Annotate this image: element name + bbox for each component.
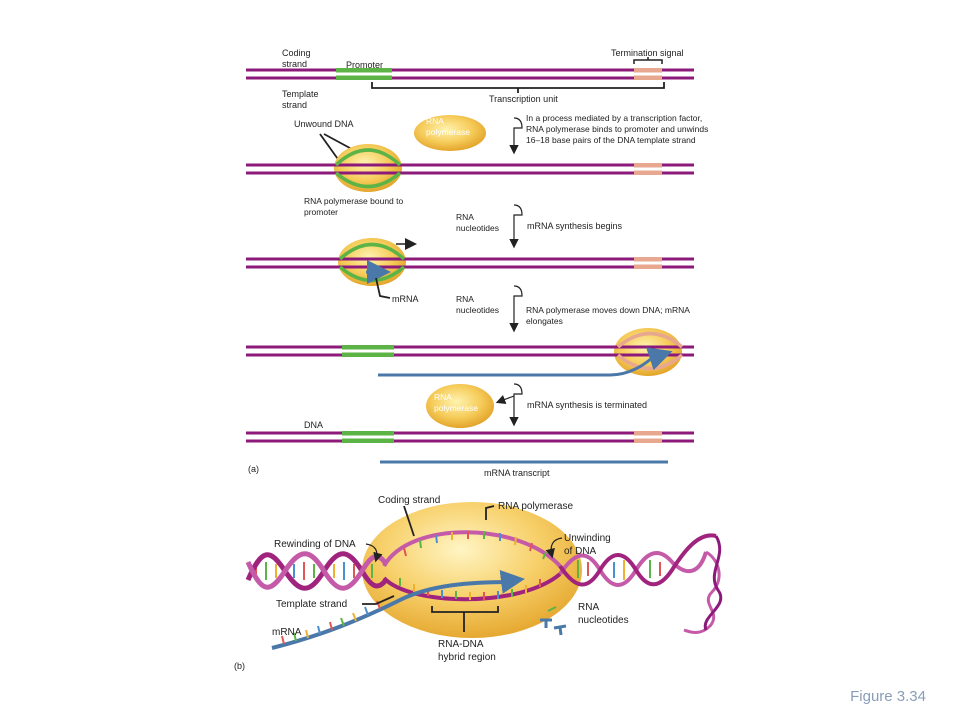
- termination-signal-label: Termination signal: [611, 48, 684, 58]
- dna-row-2: [246, 144, 694, 192]
- mrna-pointer: [375, 277, 391, 299]
- promoter-label: Promoter: [346, 60, 383, 70]
- rna-polymerase-pointer-b: [485, 505, 495, 520]
- rna-nucleotides-label-2: RNA nucleotides: [456, 294, 500, 315]
- rna-pol-bound-label-box: RNA polymerase bound to promoter: [304, 196, 404, 217]
- step4-arrow: [509, 383, 523, 427]
- panel-b-label: (b): [234, 661, 245, 671]
- rewinding-arrow: [365, 543, 383, 563]
- step2-arrow: [509, 204, 523, 249]
- release-arrow: [495, 394, 515, 404]
- rna-nucleotides-b-1: RNA: [578, 602, 599, 613]
- free-nucleotides: [540, 606, 567, 636]
- dna-label: DNA: [304, 420, 323, 430]
- rna-nucleotides-label-box-1: RNA nucleotides: [456, 212, 500, 233]
- termination-bracket: [633, 57, 663, 64]
- rna-polymerase-bound-label: RNA polymerase bound to promoter: [304, 196, 404, 217]
- rewinding-label: Rewinding of DNA: [274, 539, 356, 550]
- dna-row-3: [246, 238, 694, 286]
- step3-arrow: [509, 285, 523, 333]
- step1-text: In a process mediated by a transcription…: [526, 113, 709, 145]
- mrna-label-b: mRNA: [272, 627, 302, 638]
- rna-nucleotides-b-2: nucleotides: [578, 615, 629, 626]
- step2-text: mRNA synthesis begins: [527, 221, 623, 231]
- template-strand-label-b: Template strand: [276, 599, 347, 610]
- coding-bases: [403, 531, 547, 560]
- dna-row-5: [246, 431, 694, 443]
- unwinding-label-2: of DNA: [564, 546, 597, 557]
- right-double-helix: [558, 533, 723, 634]
- dna-row-1: [246, 68, 694, 80]
- hybrid-label-2: hybrid region: [438, 652, 496, 663]
- left-double-helix: [245, 551, 389, 591]
- unwinding-label-1: Unwinding: [564, 533, 611, 544]
- panel-a-label: (a): [248, 464, 259, 474]
- mrna-bases: [281, 600, 381, 645]
- hybrid-bracket: [431, 606, 499, 632]
- rna-nucleotides-label-box-2: RNA nucleotides: [456, 294, 500, 315]
- step3-text-box: RNA polymerase moves down DNA; mRNA elon…: [526, 305, 690, 326]
- hybrid-label-1: RNA-DNA: [438, 639, 484, 650]
- panel-b-illustration: [245, 502, 723, 650]
- mrna-label-a: mRNA: [392, 294, 419, 304]
- rna-polymerase-released: [426, 384, 494, 428]
- template-strand-b: [382, 572, 562, 602]
- template-strand-pointer-b: [362, 595, 395, 605]
- step4-text: mRNA synthesis is terminated: [527, 400, 647, 410]
- mrna-transcript-label: mRNA transcript: [484, 468, 550, 478]
- step1-text-box: In a process mediated by a transcription…: [526, 113, 709, 145]
- figure-label: Figure 3.34: [850, 688, 926, 705]
- unwound-pointer-1: [319, 133, 341, 163]
- rna-polymerase-label-b: RNA polymerase: [498, 501, 573, 512]
- step3-text: RNA polymerase moves down DNA; mRNA elon…: [526, 305, 690, 326]
- coding-strand-b: [382, 530, 562, 568]
- template-bases: [399, 578, 541, 600]
- rna-polymerase-large: [362, 502, 582, 638]
- dna-row-4: [246, 328, 694, 377]
- transcription-unit-bracket: [371, 82, 665, 93]
- rna-polymerase-free: [414, 115, 486, 151]
- mrna-strand-b: [271, 580, 511, 650]
- step1-arrow: [509, 117, 523, 155]
- unwinding-arrow: [545, 537, 563, 559]
- rna-nucleotides-label-1: RNA nucleotides: [456, 212, 500, 233]
- unwound-dna-label: Unwound DNA: [294, 119, 354, 129]
- coding-strand-label-b: Coding strand: [378, 495, 440, 506]
- coding-strand-pointer-b: [403, 505, 415, 537]
- transcription-unit-label: Transcription unit: [489, 94, 558, 104]
- elongating-mrna: [378, 347, 673, 377]
